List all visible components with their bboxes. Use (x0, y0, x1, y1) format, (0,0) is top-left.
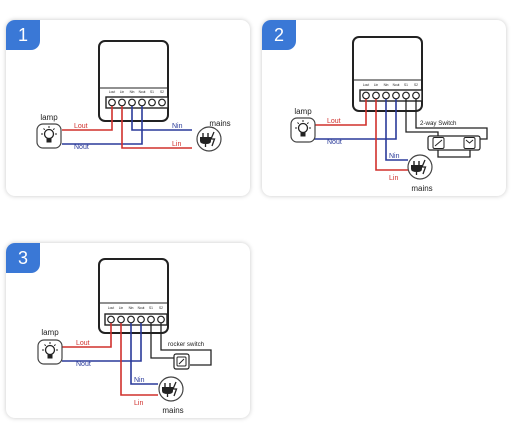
terminal-label: S2 (414, 83, 418, 87)
lamp-label: lamp (41, 328, 59, 337)
terminal-label: Lin (120, 90, 124, 94)
wire-lin (120, 323, 158, 396)
lightbulb-icon (37, 339, 63, 365)
switch-label: rocker switch (168, 341, 205, 348)
step-number-badge: 3 (6, 243, 40, 273)
wire-nin (130, 323, 158, 385)
mains-label: mains (209, 119, 230, 128)
wire-label-lout: Lout (74, 123, 88, 130)
wire-label-lout: Lout (327, 118, 341, 125)
diagram-panel-1: 1 Lout Lin Nin Nout S1 S2 Lout Nout Nin … (6, 20, 250, 196)
terminal-label: Lout (363, 83, 369, 87)
wire-label-lin: Lin (389, 175, 398, 182)
step-number-badge: 1 (6, 20, 40, 50)
rocker-switch-icon (173, 353, 190, 370)
wire-nin (131, 106, 192, 131)
plug-icon (196, 126, 222, 152)
wire-label-lin: Lin (134, 400, 143, 407)
wiring-diagram: Lout Lin Nin Nout S1 S2 Lout Nout Nin Li… (36, 40, 231, 152)
terminal-label: S1 (149, 306, 153, 310)
terminal-label: Nin (130, 90, 135, 94)
wire-lin (375, 99, 408, 171)
wire-label-nout: Nout (327, 139, 342, 146)
mains-label: mains (411, 184, 432, 193)
wire-label-nin: Nin (134, 377, 145, 384)
lightbulb-icon (290, 117, 316, 143)
wire-label-nout: Nout (76, 361, 91, 368)
terminal-block: Lout Lin Nin Nout S1 S2 (105, 90, 169, 109)
plug-icon (407, 154, 433, 180)
wire-nout (62, 106, 143, 145)
wire-label-lout: Lout (76, 340, 90, 347)
terminal-label: Nin (384, 83, 389, 87)
wire-switch-link (437, 147, 471, 158)
two-way-switch-icon (427, 135, 481, 151)
switch-label: 2-way Switch (420, 120, 457, 127)
step-number-badge: 2 (262, 20, 296, 50)
wire-lout (314, 99, 367, 126)
wire-label-lin: Lin (172, 141, 181, 148)
terminal-label: Lout (109, 90, 115, 94)
wire-s2 (160, 323, 212, 366)
terminal-label: S1 (150, 90, 154, 94)
wire-lin (121, 106, 192, 149)
wire-s2 (415, 99, 488, 140)
wire-label-nin: Nin (389, 153, 400, 160)
wire-nout (62, 323, 142, 362)
wire-lout (62, 323, 112, 348)
wire-label-nin: Nin (172, 123, 183, 130)
lightbulb-icon (36, 123, 62, 149)
wire-s1 (150, 323, 176, 359)
lamp-label: lamp (40, 113, 58, 122)
wiring-diagram: Lout Lin Nin Nout S1 S2 Lout Nout Nin Li… (290, 36, 488, 193)
wire-nin (385, 99, 408, 161)
terminal-block: Lout Lin Nin Nout S1 S2 (359, 83, 423, 102)
terminal-label: Nin (129, 306, 134, 310)
wiring-diagram: Lout Lin Nin Nout S1 S2 Lout Nout Nin Li… (37, 258, 212, 415)
relay-module (98, 40, 169, 122)
terminal-label: Lin (119, 306, 123, 310)
diagram-panel-2: 2 Lout Lin Nin Nout S1 S2 Lout Nout (262, 20, 506, 196)
wire-nout (314, 99, 397, 140)
plug-icon (158, 376, 184, 402)
terminal-label: Lin (374, 83, 378, 87)
terminal-label: Lout (108, 306, 114, 310)
terminal-label: S2 (160, 90, 164, 94)
terminal-label: S2 (159, 306, 163, 310)
terminal-label: S1 (404, 83, 408, 87)
mains-label: mains (162, 406, 183, 415)
terminal-label: Nout (139, 90, 146, 94)
lamp-label: lamp (294, 107, 312, 116)
terminal-label: Nout (138, 306, 145, 310)
terminal-label: Nout (393, 83, 400, 87)
wire-label-nout: Nout (74, 144, 89, 151)
wire-lout (62, 106, 113, 131)
wire-s1 (405, 99, 439, 137)
terminal-block: Lout Lin Nin Nout S1 S2 (104, 306, 168, 326)
diagram-panel-3: 3 Lout Lin Nin Nout S1 S2 Lout Nout Nin (6, 243, 250, 418)
